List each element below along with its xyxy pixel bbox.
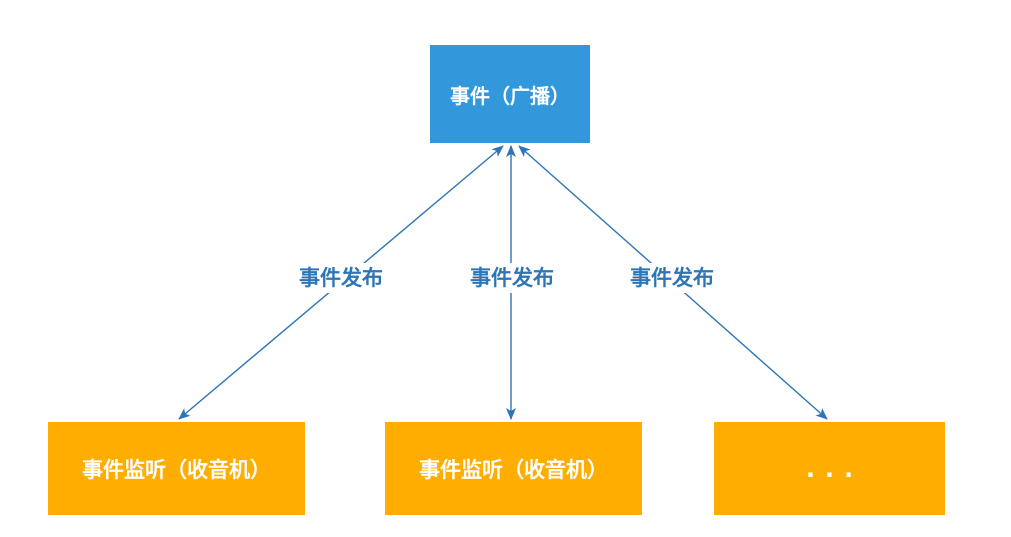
edge-label-publish-3: 事件发布 [620, 263, 724, 293]
listener-node-2: 事件监听（收音机） [385, 422, 642, 515]
broadcast-node-label: 事件（广播） [450, 83, 570, 108]
listener-node-3-label: ... [805, 454, 864, 483]
edge-label-publish-1: 事件发布 [289, 263, 393, 293]
edge-label-publish-2: 事件发布 [460, 263, 564, 293]
listener-node-1: 事件监听（收音机） [48, 422, 305, 515]
listener-node-1-label: 事件监听（收音机） [82, 457, 271, 482]
listener-node-3: ... [714, 422, 945, 515]
broadcast-node: 事件（广播） [430, 45, 590, 143]
listener-node-2-label: 事件监听（收音机） [419, 457, 608, 482]
